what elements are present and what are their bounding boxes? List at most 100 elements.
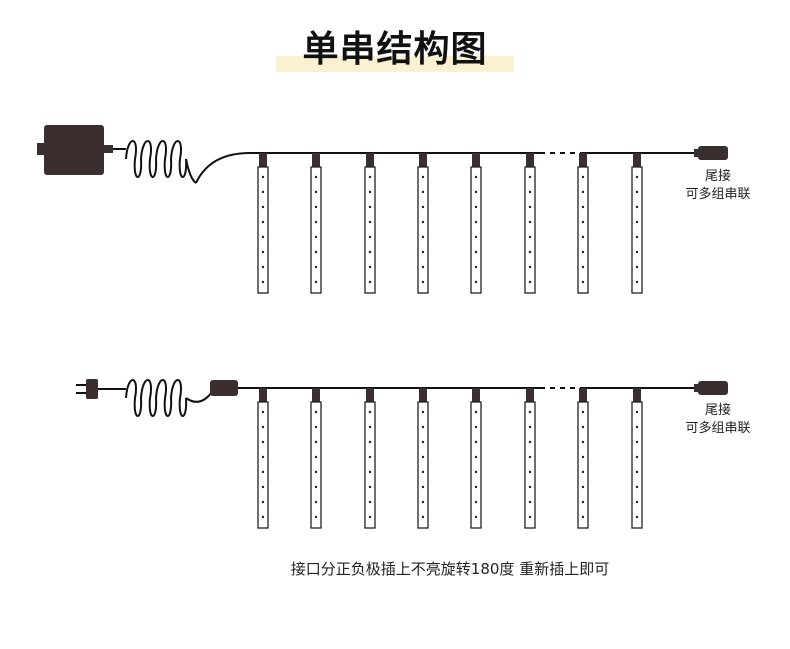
led-dot [421,280,425,284]
tube-body [631,166,643,294]
led-dot [314,280,318,284]
tube-body [577,166,589,294]
meteor-tube [364,388,376,529]
end-connector-label-2: 尾接 可多组串联 [668,402,768,438]
led-dot [421,470,425,474]
tube-cap [579,153,587,167]
tube-cap [633,153,641,167]
led-dot [635,220,639,224]
led-dot [314,205,318,209]
end-label-title: 尾接 [704,403,731,418]
led-dot [581,455,585,459]
led-dot [421,265,425,269]
led-dot [421,515,425,519]
led-dot [261,500,265,504]
coil-lead [185,158,197,184]
tube-cap [633,388,641,402]
led-dot [421,425,425,429]
meteor-tube [417,153,429,294]
led-dot [635,455,639,459]
polarity-note: 接口分正负极插上不亮旋转180度 重新插上即可 [290,560,610,578]
meteor-tube [524,388,536,529]
tube-body [310,401,322,529]
led-dot [421,410,425,414]
meteor-tube [257,388,269,529]
led-dot [368,425,372,429]
led-dot [635,175,639,179]
tube-body [364,166,376,294]
tube-cap [259,388,267,402]
led-dot [261,205,265,209]
led-dot [368,500,372,504]
led-dot [421,500,425,504]
tube-cap [366,388,374,402]
led-dot [474,470,478,474]
led-dot [261,410,265,414]
led-dot [368,455,372,459]
led-dot [528,470,532,474]
led-dot [528,265,532,269]
led-dot [528,500,532,504]
tube-body [470,166,482,294]
led-dot [474,250,478,254]
tube-cap [526,153,534,167]
tube-body [470,401,482,529]
led-dot [474,205,478,209]
meteor-tube [310,153,322,294]
meteor-tube [577,153,589,294]
led-dot [581,280,585,284]
led-dot [528,205,532,209]
controller-box [210,380,238,396]
led-dot [581,500,585,504]
led-dot [314,500,318,504]
meteor-tube [417,388,429,529]
meteor-tube [470,153,482,294]
led-dot [314,425,318,429]
end-connector-tip [694,384,700,392]
led-dot [581,410,585,414]
led-dot [474,235,478,239]
tube-cap [312,153,320,167]
meteor-tube [470,388,482,529]
led-dot [635,265,639,269]
led-dot [581,190,585,194]
led-dot [314,410,318,414]
led-dot [421,175,425,179]
led-dot [581,175,585,179]
led-dot [261,515,265,519]
tube-body [524,401,536,529]
adapter-port [103,145,113,153]
plug-head [86,379,98,399]
led-dot [528,410,532,414]
tube-body [364,401,376,529]
led-dot [421,220,425,224]
led-dot [528,175,532,179]
led-dot [314,440,318,444]
led-dot [635,205,639,209]
led-dot [314,175,318,179]
tube-body [577,401,589,529]
led-dot [528,250,532,254]
led-dot [581,425,585,429]
end-label-desc: 可多组串联 [685,421,751,436]
led-dot [635,485,639,489]
led-dot [528,220,532,224]
led-dot [421,440,425,444]
led-dot [474,425,478,429]
end-label-desc: 可多组串联 [685,187,751,202]
meteor-tube [257,153,269,294]
tube-body [310,166,322,294]
led-dot [368,190,372,194]
led-dot [368,515,372,519]
led-dot [581,220,585,224]
led-dot [474,175,478,179]
led-dot [581,470,585,474]
led-dot [528,485,532,489]
led-dot [635,410,639,414]
led-dot [314,455,318,459]
led-dot [474,190,478,194]
coiled-cable [125,379,188,417]
tube-cap [312,388,320,402]
led-dot [261,250,265,254]
